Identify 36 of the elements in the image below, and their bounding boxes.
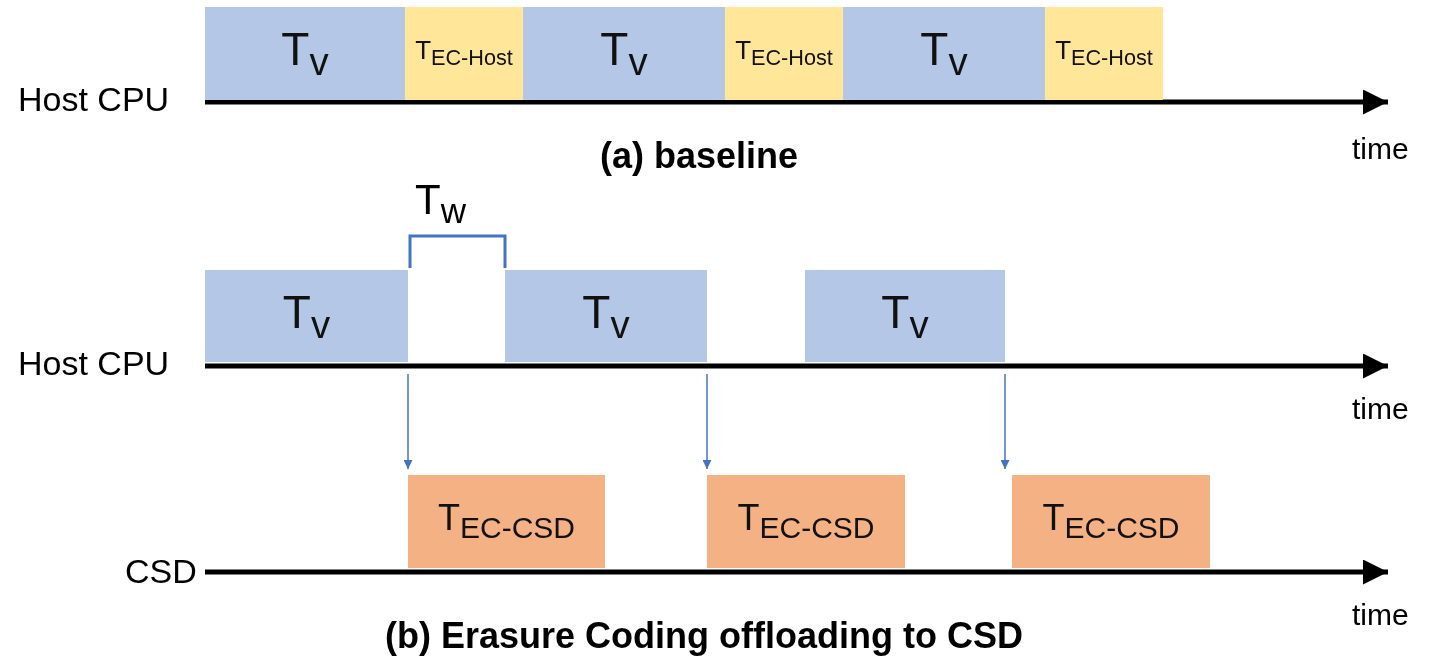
task-label: T$_{EC-Host}$ <box>1055 35 1153 72</box>
task-bar <box>405 7 523 100</box>
task-label: T$_{v}$ <box>881 284 929 348</box>
task-bar <box>843 7 1045 100</box>
task-bar <box>1012 475 1210 568</box>
task-label: T$_{v}$ <box>582 284 630 348</box>
axis-label: time <box>1352 132 1409 166</box>
caption: (a) baseline <box>600 135 799 177</box>
task-bar <box>205 7 405 100</box>
task-bar <box>505 270 707 362</box>
arrow <box>1000 373 1010 470</box>
axis-label: time <box>1352 598 1409 632</box>
arrow <box>403 373 413 470</box>
task-label: T$_{EC-Host}$ <box>735 35 833 72</box>
axis-label: time <box>1352 392 1409 426</box>
task-bar <box>523 7 725 100</box>
task-label: T$_{v}$ <box>600 22 648 85</box>
task-bar <box>805 270 1005 362</box>
task-label: T$_{v}$ <box>281 22 329 85</box>
task-label: T$_{v}$ <box>920 22 968 85</box>
axis-label: Host CPU <box>18 80 170 119</box>
caption: (b) Erasure Coding offloading to CSD <box>385 615 1023 657</box>
task-label: T$_{v}$ <box>282 284 331 348</box>
task-bar <box>205 270 408 362</box>
task-label: T$_{EC-CSD}$ <box>438 497 575 546</box>
task-bar <box>1045 7 1163 100</box>
task-bar <box>725 7 843 100</box>
axis-label: Host CPU <box>18 344 170 383</box>
task-bar <box>408 475 605 568</box>
task-label: T$_{EC-CSD}$ <box>1042 497 1180 546</box>
interval-label: T$_{w}$ <box>415 176 466 232</box>
task-label: T$_{EC-Host}$ <box>415 35 513 72</box>
axis-label: CSD <box>125 552 197 591</box>
task-label: T$_{EC-CSD}$ <box>737 497 875 546</box>
arrow <box>702 373 712 470</box>
task-bar <box>707 475 905 568</box>
